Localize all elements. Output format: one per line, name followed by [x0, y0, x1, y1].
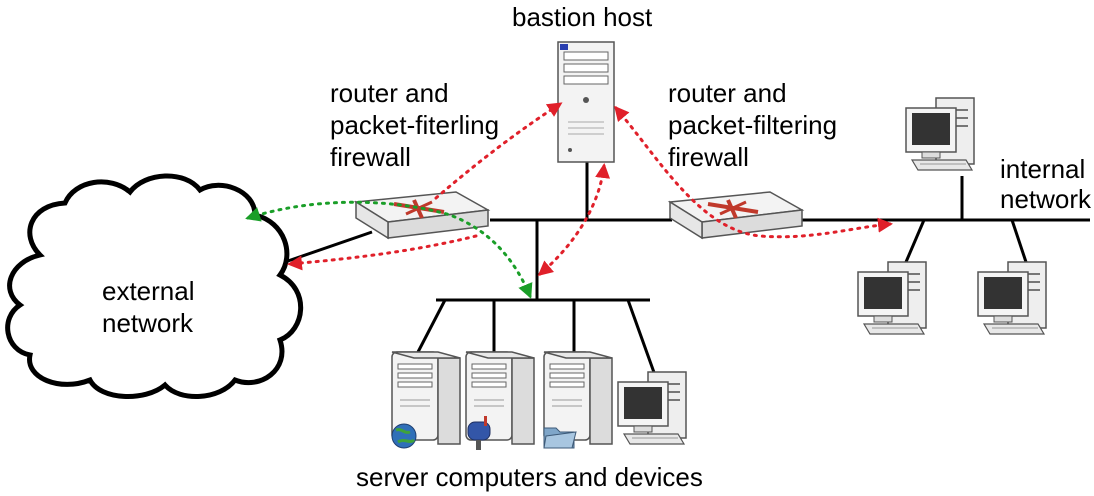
- server-branch-1: [416, 299, 447, 353]
- internal-computer-icon-3: [977, 261, 1047, 335]
- mailbox-icon: [467, 416, 491, 450]
- servers-label: server computers and devices: [356, 462, 703, 492]
- left-router-label-line1: router and: [330, 78, 449, 108]
- external-network-label-line2: network: [102, 308, 194, 338]
- left-router-label-line3: firewall: [330, 142, 411, 172]
- internal-network-label-line1: internal: [1000, 154, 1085, 184]
- traffic-arrow-bastion-to-servers: [537, 163, 611, 276]
- traffic-arrow-external-to-servers: [245, 200, 533, 299]
- internal-branch-2: [904, 219, 926, 263]
- traffic-arrow-bastion-to-internal: [614, 105, 893, 239]
- server-desktop-icon: [617, 371, 687, 445]
- bastion-host-label: bastion host: [512, 2, 653, 32]
- internal-network-label-line2: network: [1000, 184, 1092, 214]
- right-router-label-line2: packet-filtering: [668, 110, 837, 140]
- folder-icon: [543, 427, 577, 449]
- right-router-label-line3: firewall: [668, 142, 749, 172]
- traffic-arrow-router-to-bastion: [434, 102, 563, 200]
- left-router-label-line2: packet-fiterling: [330, 110, 499, 140]
- left-router-icon: [354, 190, 490, 240]
- globe-icon: [391, 423, 417, 449]
- bastion-host-server-icon: [557, 41, 615, 163]
- right-router-icon: [668, 190, 804, 240]
- internal-computer-icon-2: [857, 261, 927, 335]
- internal-branch-3: [1010, 219, 1028, 263]
- right-router-label-line1: router and: [668, 78, 787, 108]
- external-network-cloud-icon: [5, 173, 304, 399]
- internal-computer-icon-1: [905, 97, 975, 171]
- external-network-label-line1: external: [102, 276, 195, 306]
- server-branch-4: [626, 299, 658, 379]
